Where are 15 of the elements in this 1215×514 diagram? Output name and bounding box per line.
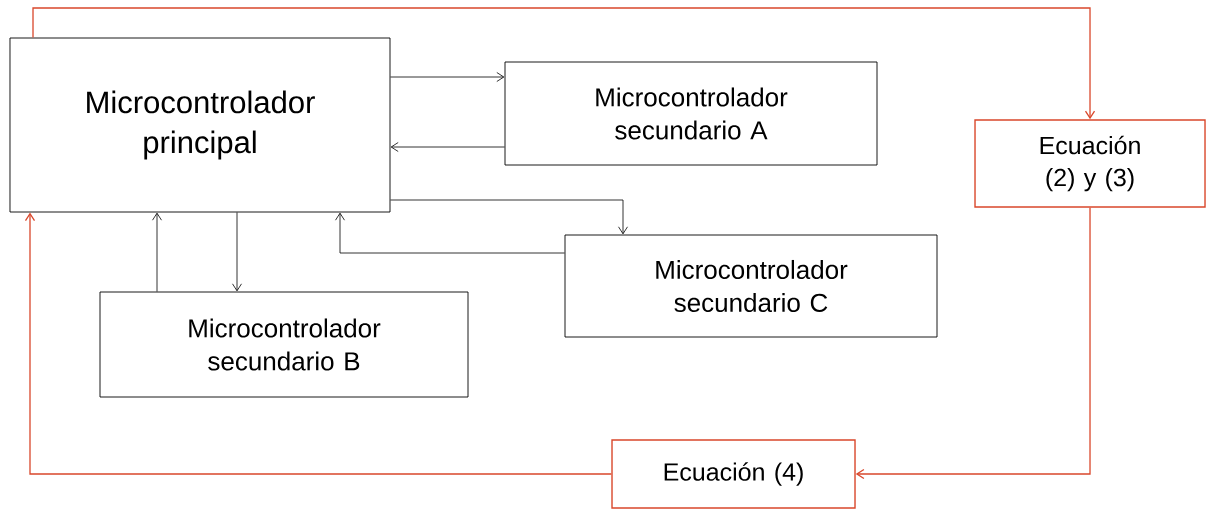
arrow <box>152 212 162 292</box>
arrow <box>390 199 628 235</box>
arrow <box>390 142 505 152</box>
arrow <box>32 7 1096 120</box>
arrow <box>335 212 565 254</box>
arrow <box>232 212 242 292</box>
process-box: Microcontrolador secundario B <box>99 291 469 398</box>
process-box: Ecuación (2) y (3) <box>974 119 1206 208</box>
process-box: Microcontrolador principal <box>9 37 391 213</box>
arrow <box>855 207 1091 480</box>
process-box: Microcontrolador secundario C <box>564 234 938 338</box>
arrow <box>390 72 505 82</box>
process-box: Microcontrolador secundario A <box>504 61 878 166</box>
arrow <box>24 212 612 475</box>
process-box: Ecuación (4) <box>611 439 856 509</box>
